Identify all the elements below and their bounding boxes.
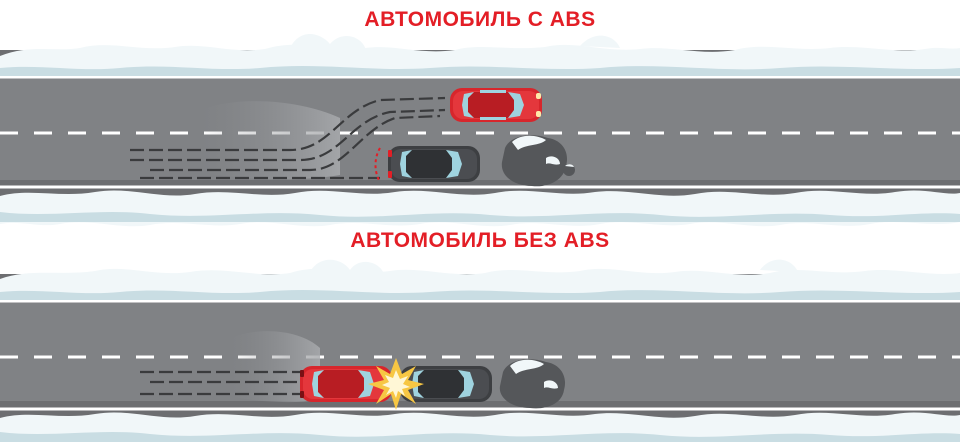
- snow-rock-obstacle-2: [499, 359, 566, 409]
- snow-banks-bottom-1: [0, 190, 960, 227]
- snow-banks-top-2: [0, 259, 960, 300]
- red-car-collided: [300, 366, 392, 402]
- skid-marks-locked: [140, 370, 305, 396]
- panel-title-with-abs: АВТОМОБИЛЬ С ABS: [364, 8, 596, 31]
- smoke-trail-2: [230, 331, 320, 403]
- gray-car-braking: [374, 146, 480, 183]
- panel-title-without-abs: АВТОМОБИЛЬ БЕЗ ABS: [350, 229, 610, 252]
- gray-car-hit: [400, 366, 492, 402]
- skid-marks-swerve: [130, 96, 446, 172]
- snow-banks-bottom-2: [0, 412, 960, 442]
- red-car-swerved: [450, 88, 542, 122]
- impact-burst: [368, 358, 424, 410]
- snow-rock-obstacle-1: [501, 135, 575, 187]
- snow-banks-top-1: [0, 34, 960, 76]
